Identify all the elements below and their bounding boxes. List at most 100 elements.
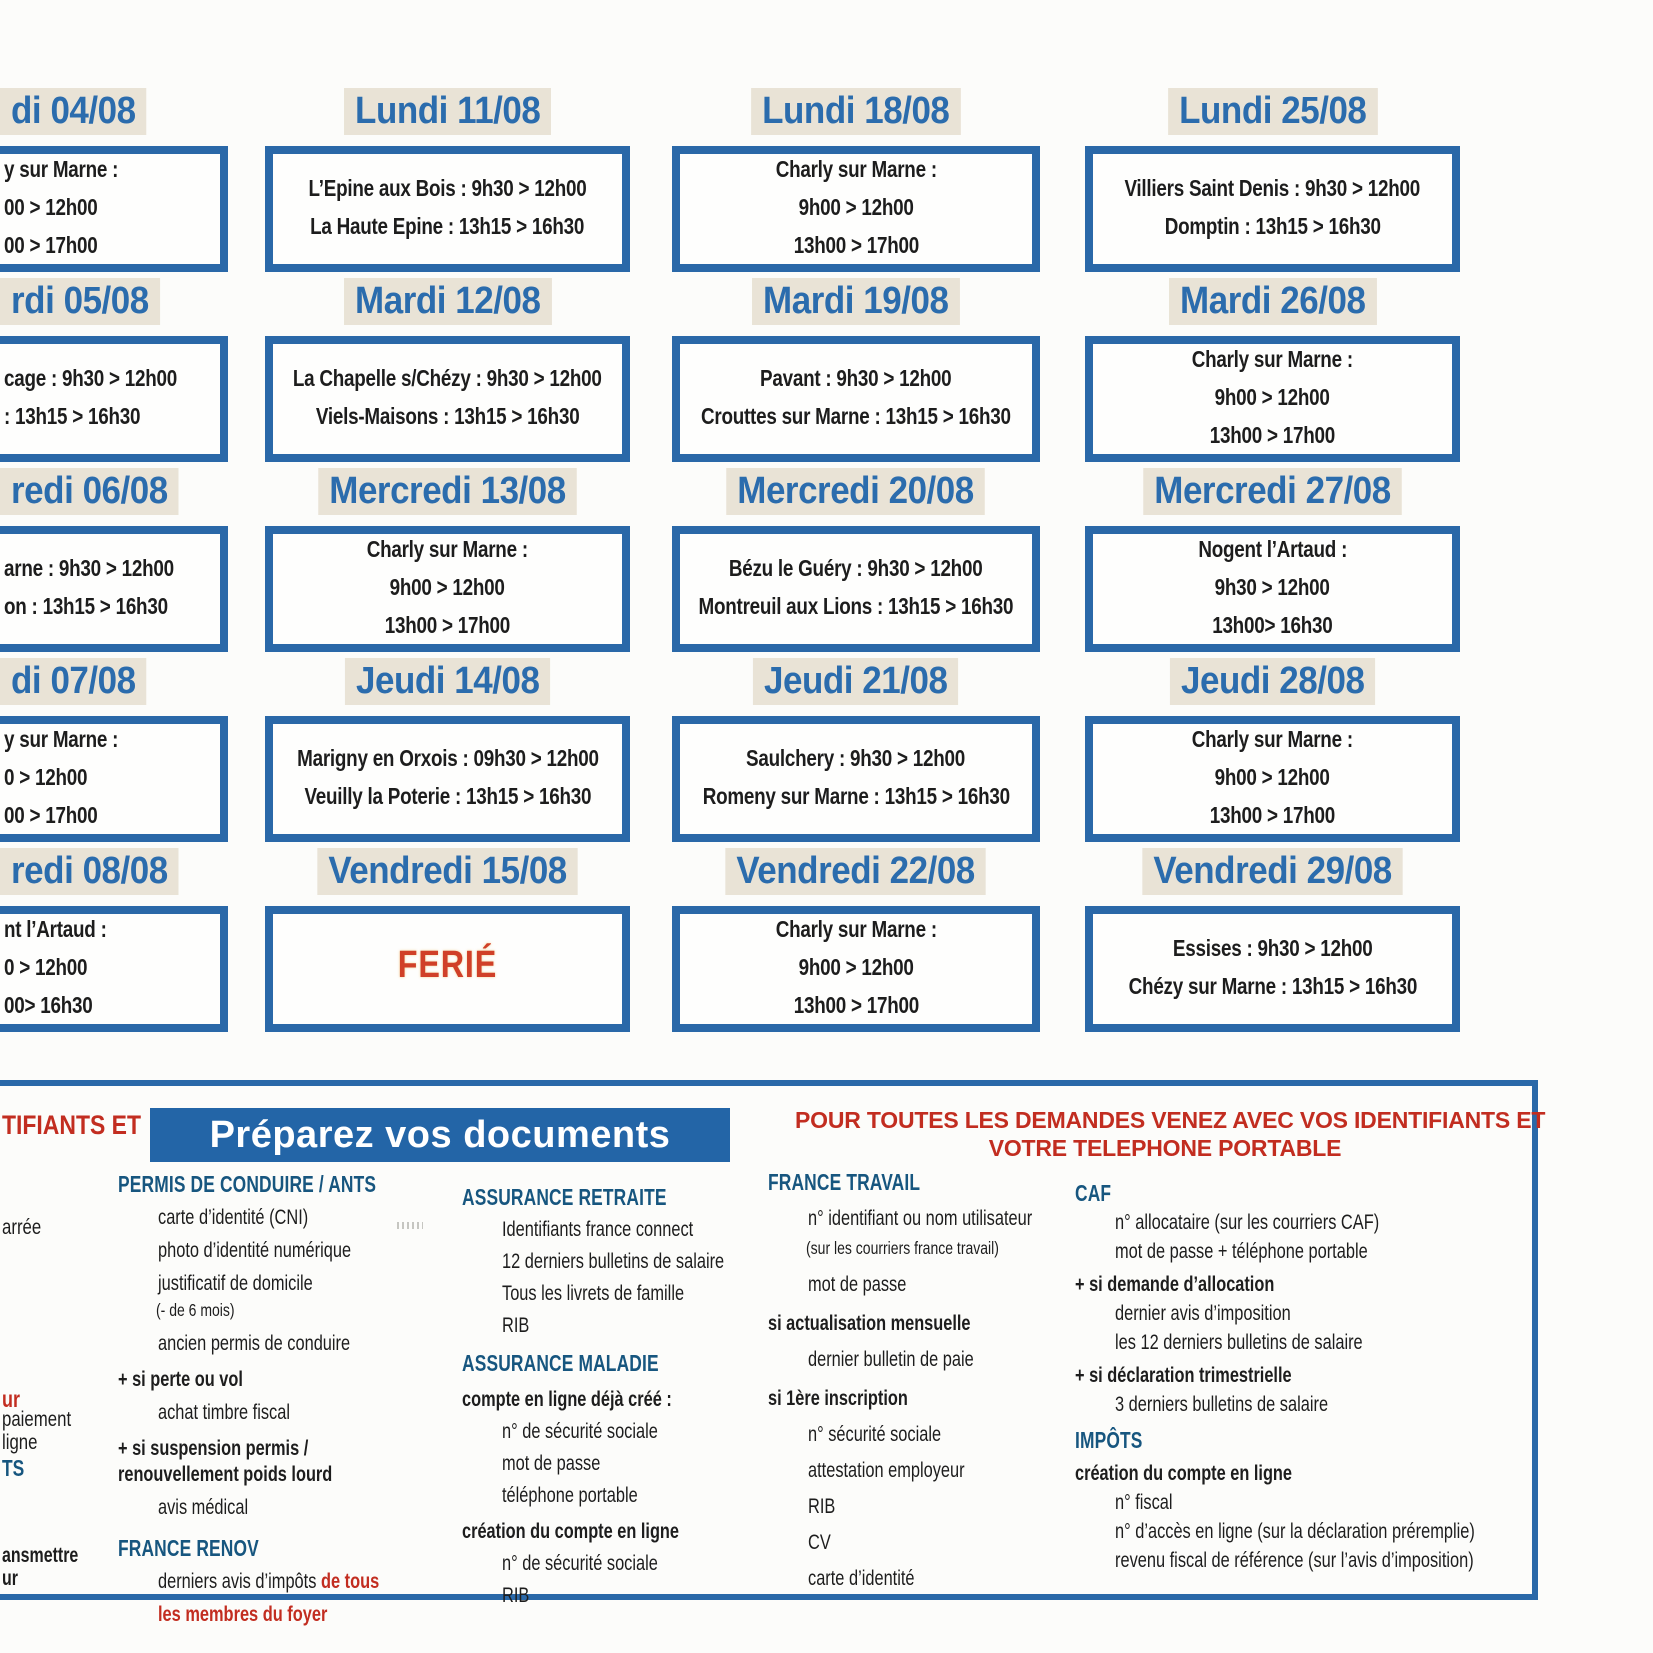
day-card-line: y sur Marne : [4, 722, 143, 760]
day-card-line-text: Chézy sur Marne : 13h15 > 16h30 [1128, 973, 1417, 999]
day-card-line: 13h00 > 17h00 [1196, 798, 1349, 836]
day-title-label: Lundi 18/08 [751, 88, 961, 135]
doc-item: n° de sécurité sociale [462, 1419, 752, 1444]
day-card-line: Charly sur Marne : [1174, 722, 1371, 760]
doc-item-text: n° identifiant ou nom utilisateur [808, 1207, 1033, 1230]
day-card-line: Charly sur Marne : [349, 532, 546, 570]
doc-item: + si suspension permis / [118, 1436, 388, 1461]
day-title-label: Mardi 26/08 [1168, 278, 1377, 325]
day-card-line-text: Charly sur Marne : [1191, 346, 1354, 372]
doc-item: mot de passe [768, 1272, 1068, 1297]
doc-item: les membres du foyer [118, 1602, 388, 1627]
doc-item: mot de passe + téléphone portable [1075, 1239, 1545, 1264]
day-card-line-text: nt l’Artaud : [4, 916, 107, 942]
day-card-line: 0 > 12h00 [4, 950, 106, 988]
day-card-line: Charly sur Marne : [758, 912, 955, 950]
day-title: Jeudi 28/08 [1085, 658, 1460, 708]
day-title: Mercredi 13/08 [265, 468, 630, 518]
day-title: Vendredi 22/08 [672, 848, 1040, 898]
doc-item-text: n° d’accès en ligne (sur la déclaration … [1115, 1520, 1475, 1543]
doc-item-text: achat timbre fiscal [158, 1401, 291, 1424]
day-card-line-text: Essises : 9h30 > 12h00 [1172, 935, 1373, 961]
documents-banner-label: Préparez vos documents [209, 1113, 671, 1156]
day-card-line: Chézy sur Marne : 13h15 > 16h30 [1097, 969, 1449, 1007]
day-card-line: Saulchery : 9h30 > 12h00 [722, 741, 989, 779]
day-title-label: rdi 05/08 [0, 278, 160, 325]
day-card-line: Marigny en Orxois : 09h30 > 12h00 [264, 741, 632, 779]
doc-item-text: FRANCE RENOV [118, 1535, 259, 1561]
day-card-line: 00 > 17h00 [4, 228, 118, 266]
day-card-line: 9h00 > 12h00 [377, 570, 517, 608]
day-title-label: Vendredi 22/08 [725, 848, 987, 895]
doc-item: + si déclaration trimestrielle [1075, 1363, 1545, 1388]
doc-item: + si perte ou vol [118, 1367, 388, 1392]
day-card-line-text: Marigny en Orxois : 09h30 > 12h00 [296, 745, 599, 771]
doc-item-text: (sur les courriers france travail) [806, 1238, 999, 1258]
day-card-line: Domptin : 13h15 > 16h30 [1141, 209, 1404, 247]
day-title: rdi 05/08 [0, 278, 228, 328]
day-card-line-text: L’Epine aux Bois : 9h30 > 12h00 [308, 175, 587, 201]
doc-item-text: IMPÔTS [1075, 1427, 1143, 1453]
day-card-line-text: Montreuil aux Lions : 13h15 > 16h30 [698, 593, 1014, 619]
day-card-line-text: Nogent l’Artaud : [1198, 536, 1347, 562]
cropped-text-fragment: paiement [2, 1408, 88, 1432]
cropped-text-fragment-label: ligne [2, 1431, 38, 1454]
notice-line-1: POUR TOUTES LES DEMANDES VENEZ AVEC VOS … [795, 1107, 1546, 1133]
doc-item: compte en ligne déjà créé : [462, 1387, 752, 1412]
day-card-line: Charly sur Marne : [1174, 342, 1371, 380]
cropped-text-fragment-label: ur [2, 1567, 18, 1590]
doc-item-text: ancien permis de conduire [158, 1332, 351, 1355]
day-card-line: Nogent l’Artaud : [1182, 532, 1363, 570]
day-title: Mardi 26/08 [1085, 278, 1460, 328]
doc-item-text: n° de sécurité sociale [502, 1420, 658, 1443]
cropped-text-fragment-label: paiement [2, 1408, 72, 1431]
day-card-line: Essises : 9h30 > 12h00 [1151, 931, 1394, 969]
doc-item-text: création du compte en ligne [1075, 1461, 1292, 1485]
doc-item-text: mot de passe [808, 1273, 907, 1296]
day-card-line-text: 13h00> 16h30 [1212, 612, 1333, 638]
day-title: Lundi 11/08 [265, 88, 630, 138]
day-card-line-text: 9h00 > 12h00 [389, 574, 506, 600]
day-card-line-text: 00 > 17h00 [4, 802, 98, 828]
doc-item: mot de passe [462, 1451, 752, 1476]
doc-item-text: n° sécurité sociale [808, 1423, 942, 1446]
doc-section-header: PERMIS DE CONDUIRE / ANTS [118, 1172, 388, 1197]
doc-item-text: si actualisation mensuelle [768, 1311, 971, 1335]
day-card-line: Bézu le Guéry : 9h30 > 12h00 [701, 551, 1010, 589]
doc-item-text: ASSURANCE MALADIE [462, 1350, 659, 1376]
doc-item-text: FRANCE TRAVAIL [768, 1169, 921, 1195]
day-title-label: Vendredi 29/08 [1142, 848, 1403, 895]
day-card-line-text: FERIÉ [397, 944, 498, 986]
doc-item: RIB [462, 1313, 752, 1338]
day-title-label: di 07/08 [0, 658, 147, 705]
day-card-line: nt l’Artaud : [4, 912, 129, 950]
day-title: Mercredi 20/08 [672, 468, 1040, 518]
day-title-label: Mercredi 27/08 [1143, 468, 1402, 515]
day-card-line: Crouttes sur Marne : 13h15 > 16h30 [667, 399, 1045, 437]
day-card-line: 9h30 > 12h00 [1202, 570, 1342, 608]
doc-item-text: + si perte ou vol [118, 1367, 243, 1391]
doc-item: n° fiscal [1075, 1490, 1545, 1515]
doc-item: carte d’identité [768, 1566, 1068, 1591]
documents-banner: Préparez vos documents [150, 1108, 730, 1162]
day-title-label: Jeudi 28/08 [1169, 658, 1376, 705]
doc-item-text: revenu fiscal de référence (sur l’avis d… [1115, 1549, 1474, 1572]
day-title: Mercredi 27/08 [1085, 468, 1460, 518]
day-card-line: La Chapelle s/Chézy : 9h30 > 12h00 [259, 361, 636, 399]
doc-item-text: n° de sécurité sociale [502, 1552, 658, 1575]
day-card-line-text: Veuilly la Poterie : 13h15 > 16h30 [304, 783, 591, 809]
doc-item: n° sécurité sociale [768, 1422, 1068, 1447]
day-card-line-text: Charly sur Marne : [366, 536, 529, 562]
cropped-text-fragment: TS [2, 1455, 32, 1482]
doc-item: création du compte en ligne [1075, 1461, 1545, 1486]
doc-item: Identifiants france connect [462, 1217, 752, 1242]
doc-item-text: mot de passe [502, 1452, 601, 1475]
